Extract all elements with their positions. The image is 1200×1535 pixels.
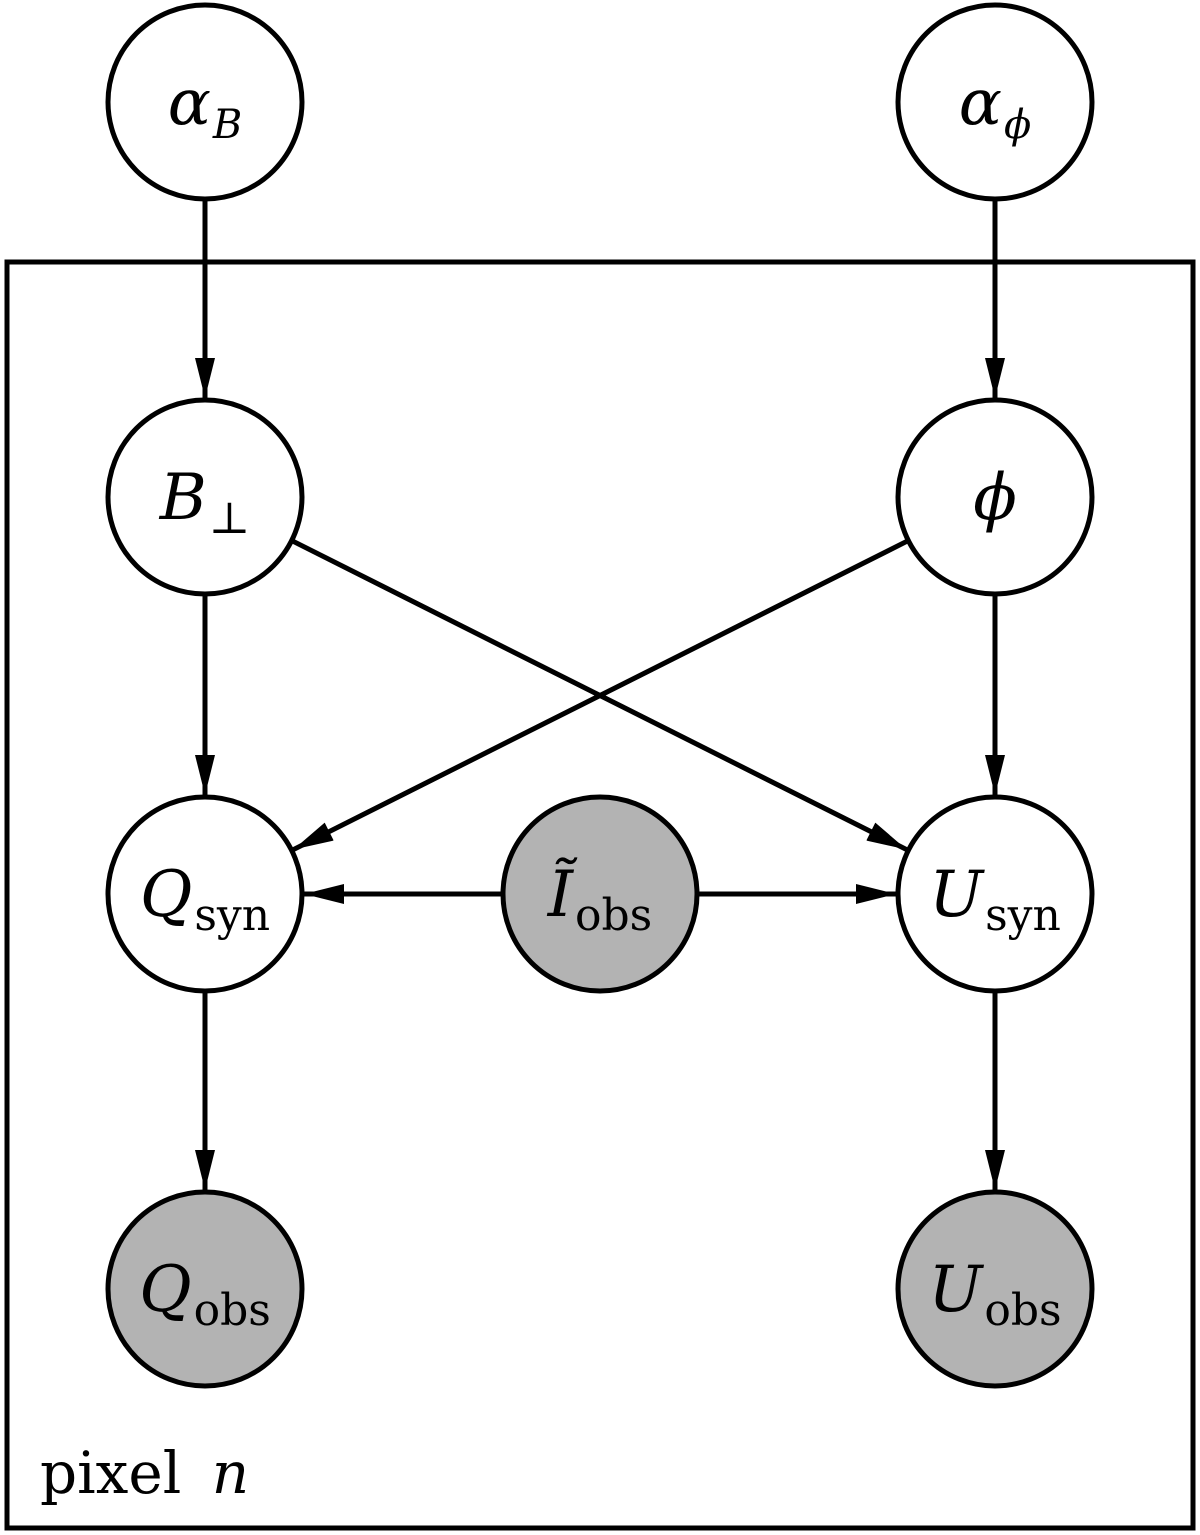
node-u-obs-circle xyxy=(895,1189,1095,1389)
node-i-obs: Ĩobs xyxy=(500,794,700,994)
edges-group xyxy=(195,199,1005,1190)
node-q-obs-label: Qobs xyxy=(139,1253,271,1336)
plate-pixel-n xyxy=(4,259,1196,1531)
node-q-syn-label: Qsyn xyxy=(140,858,270,941)
node-alpha-phi-subscript: ϕ xyxy=(1004,102,1031,148)
node-alpha-b-circle xyxy=(105,2,305,202)
node-b-perp-main: B xyxy=(159,461,207,535)
node-u-syn-label: Usyn xyxy=(929,858,1061,941)
node-u-obs-main: U xyxy=(928,1253,984,1327)
node-q-syn-circle xyxy=(105,794,305,994)
node-u-syn-main: U xyxy=(929,858,985,932)
node-alpha-b-main: α xyxy=(168,66,211,140)
node-q-syn: Qsyn xyxy=(105,794,305,994)
node-u-syn-circle xyxy=(895,794,1095,994)
node-i-obs-label: Ĩobs xyxy=(547,857,653,941)
node-q-obs: Qobs xyxy=(105,1189,305,1389)
plate-label: pixel n xyxy=(40,1439,249,1507)
edge-phi-to-q-syn xyxy=(292,538,910,852)
node-alpha-phi-main: α xyxy=(959,66,1002,140)
node-alpha-b-label: αB xyxy=(168,66,243,148)
node-phi: ϕ xyxy=(895,397,1095,597)
node-u-obs-subscript: obs xyxy=(984,1285,1061,1336)
plate-label-word: pixel xyxy=(40,1439,181,1507)
node-q-syn-main: Q xyxy=(140,858,192,932)
node-phi-label: ϕ xyxy=(973,461,1017,535)
node-u-obs-label: Uobs xyxy=(928,1253,1061,1336)
node-u-obs: Uobs xyxy=(895,1189,1095,1389)
node-b-perp: B⊥ xyxy=(105,397,305,597)
node-phi-main: ϕ xyxy=(973,461,1017,535)
node-phi-circle xyxy=(895,397,1095,597)
node-alpha-b: αB xyxy=(105,2,305,202)
plate-label-var: n xyxy=(212,1439,249,1507)
node-b-perp-subscript: ⊥ xyxy=(209,493,250,544)
node-u-syn-subscript: syn xyxy=(985,890,1061,941)
node-alpha-phi-circle xyxy=(895,2,1095,202)
node-b-perp-label: B⊥ xyxy=(159,461,250,544)
node-q-obs-main: Q xyxy=(139,1253,191,1327)
node-alpha-b-subscript: B xyxy=(212,102,242,148)
node-i-obs-main: Ĩ xyxy=(547,857,578,932)
node-q-obs-subscript: obs xyxy=(194,1285,271,1336)
node-alpha-phi: αϕ xyxy=(895,2,1095,202)
node-b-perp-circle xyxy=(105,397,305,597)
node-i-obs-subscript: obs xyxy=(575,890,652,941)
node-u-syn: Usyn xyxy=(895,794,1095,994)
node-alpha-phi-label: αϕ xyxy=(959,66,1031,148)
node-q-obs-circle xyxy=(105,1189,305,1389)
node-i-obs-circle xyxy=(500,794,700,994)
node-q-syn-subscript: syn xyxy=(194,890,270,941)
